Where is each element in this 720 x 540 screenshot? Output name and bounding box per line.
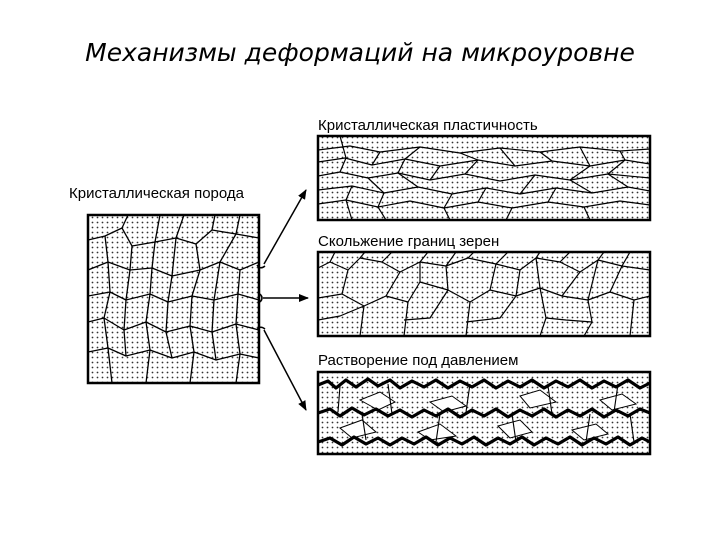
arrow-tail-middle bbox=[260, 294, 262, 302]
arrow-to-pressure-solution bbox=[264, 330, 306, 410]
mechanism-label-pressure-solution: Растворение под давлением bbox=[318, 352, 518, 369]
source-label: Кристаллическая порода bbox=[69, 185, 245, 202]
mechanism-arrows bbox=[257, 190, 308, 410]
mechanism-label-plasticity: Кристаллическая пластичность bbox=[318, 117, 538, 134]
grain-sliding-panel bbox=[318, 252, 650, 336]
mechanism-label-grain-sliding: Скольжение границ зерен bbox=[318, 233, 499, 250]
crystal-plasticity-panel bbox=[318, 136, 650, 220]
pressure-solution-panel bbox=[318, 372, 650, 454]
arrow-to-plasticity bbox=[264, 190, 306, 264]
crystalline-rock-panel bbox=[88, 215, 259, 383]
